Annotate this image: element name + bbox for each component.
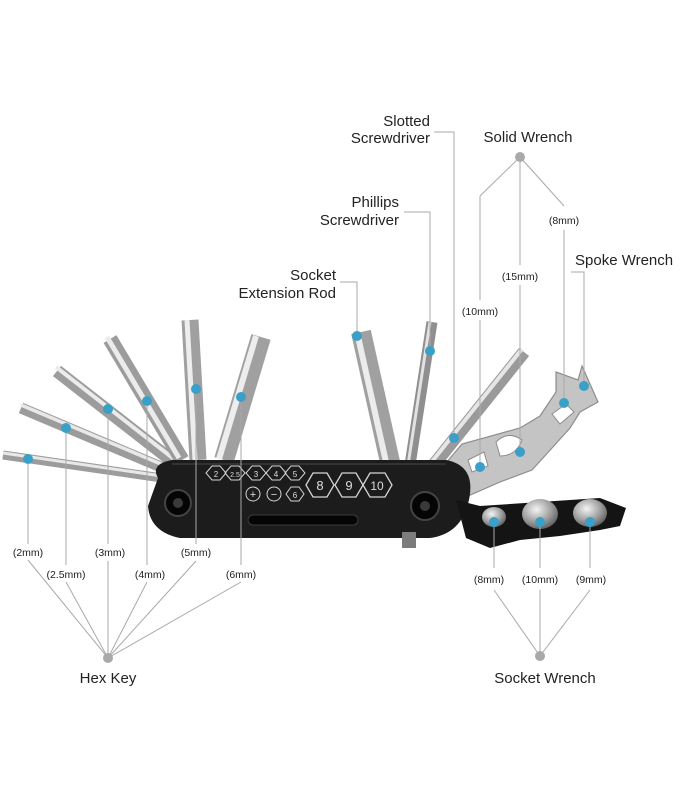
label-slotted-1: Slotted bbox=[383, 113, 430, 130]
socket-wrench-hub bbox=[535, 651, 545, 661]
engraving-large: 8 9 10 bbox=[305, 472, 393, 498]
label-hex-2mm: (2mm) bbox=[13, 547, 43, 559]
solid-wrench-hub bbox=[515, 152, 525, 162]
marker-socket-10mm bbox=[535, 517, 545, 527]
label-hex-2.5mm: (2.5mm) bbox=[46, 569, 85, 581]
label-extension-1: Socket bbox=[290, 267, 337, 284]
marker-hex-6mm bbox=[236, 392, 246, 402]
label-hex-5mm: (5mm) bbox=[181, 547, 211, 559]
marker-spoke bbox=[579, 381, 589, 391]
label-hex-key: Hex Key bbox=[80, 670, 137, 687]
engraving-signs: + − 6 bbox=[245, 486, 305, 502]
markers bbox=[23, 331, 595, 527]
marker-hex-3mm bbox=[103, 404, 113, 414]
label-hex-6mm: (6mm) bbox=[226, 569, 256, 581]
label-slotted-2: Screwdriver bbox=[351, 130, 430, 147]
marker-hex-5mm bbox=[191, 384, 201, 394]
label-socket-8mm: (8mm) bbox=[474, 574, 504, 586]
engraving-10: 10 bbox=[370, 479, 384, 493]
label-socket-wrench: Socket Wrench bbox=[494, 670, 595, 687]
engraving-9: 9 bbox=[345, 478, 352, 493]
engraving-small-4: 4 bbox=[274, 470, 279, 479]
engraving-small-5: 5 bbox=[293, 470, 298, 479]
phillips-screwdriver bbox=[404, 321, 438, 466]
labels: Slotted Screwdriver Solid Wrench Phillip… bbox=[13, 113, 673, 687]
engraving-plus: + bbox=[250, 489, 256, 501]
label-extension-2: Extension Rod bbox=[238, 285, 336, 302]
marker-socket-9mm bbox=[585, 517, 595, 527]
marker-hex-2mm bbox=[23, 454, 33, 464]
engraving-8: 8 bbox=[316, 478, 323, 493]
tool-body bbox=[148, 460, 471, 548]
engraving-6: 6 bbox=[293, 491, 298, 500]
hex-key-2.5mm bbox=[18, 402, 171, 476]
marker-slotted bbox=[449, 433, 459, 443]
body-engraving: 2 2.5 3 4 5 + − 6 8 9 10 bbox=[205, 465, 393, 502]
label-socket-10mm: (10mm) bbox=[522, 574, 558, 586]
slotted-screwdriver bbox=[426, 347, 530, 472]
marker-solid-10mm bbox=[475, 462, 485, 472]
engraving-small-2.5: 2.5 bbox=[230, 472, 240, 479]
marker-solid-8mm bbox=[559, 398, 569, 408]
marker-phillips bbox=[425, 346, 435, 356]
label-solid-8mm: (8mm) bbox=[549, 215, 579, 227]
leader-lines bbox=[27, 131, 591, 659]
marker-hex-4mm bbox=[142, 396, 152, 406]
socket-bolt-10mm bbox=[522, 499, 558, 529]
label-solid-wrench: Solid Wrench bbox=[484, 129, 573, 146]
engraving-small-3: 3 bbox=[254, 470, 259, 479]
label-phillips-1: Phillips bbox=[351, 194, 399, 211]
hex-key-blades bbox=[2, 319, 271, 483]
marker-hex-2.5mm bbox=[61, 423, 71, 433]
marker-socket-8mm bbox=[489, 517, 499, 527]
hex-key-3mm bbox=[53, 365, 179, 469]
marker-extension-rod bbox=[352, 331, 362, 341]
engraving-small: 2 2.5 3 4 5 bbox=[205, 465, 306, 481]
label-hex-4mm: (4mm) bbox=[135, 569, 165, 581]
label-solid-10mm: (10mm) bbox=[462, 306, 498, 318]
engraving-minus: − bbox=[271, 489, 277, 501]
label-phillips-2: Screwdriver bbox=[320, 212, 399, 229]
marker-solid-15mm bbox=[515, 447, 525, 457]
label-hex-3mm: (3mm) bbox=[95, 547, 125, 559]
label-socket-9mm: (9mm) bbox=[576, 574, 606, 586]
socket-extension-rod bbox=[351, 329, 400, 465]
hex-key-hub bbox=[103, 653, 113, 663]
label-solid-15mm: (15mm) bbox=[502, 271, 538, 283]
engraving-small-2: 2 bbox=[214, 470, 219, 479]
label-spoke-wrench: Spoke Wrench bbox=[575, 252, 673, 269]
socket-bolt-9mm bbox=[573, 499, 607, 527]
